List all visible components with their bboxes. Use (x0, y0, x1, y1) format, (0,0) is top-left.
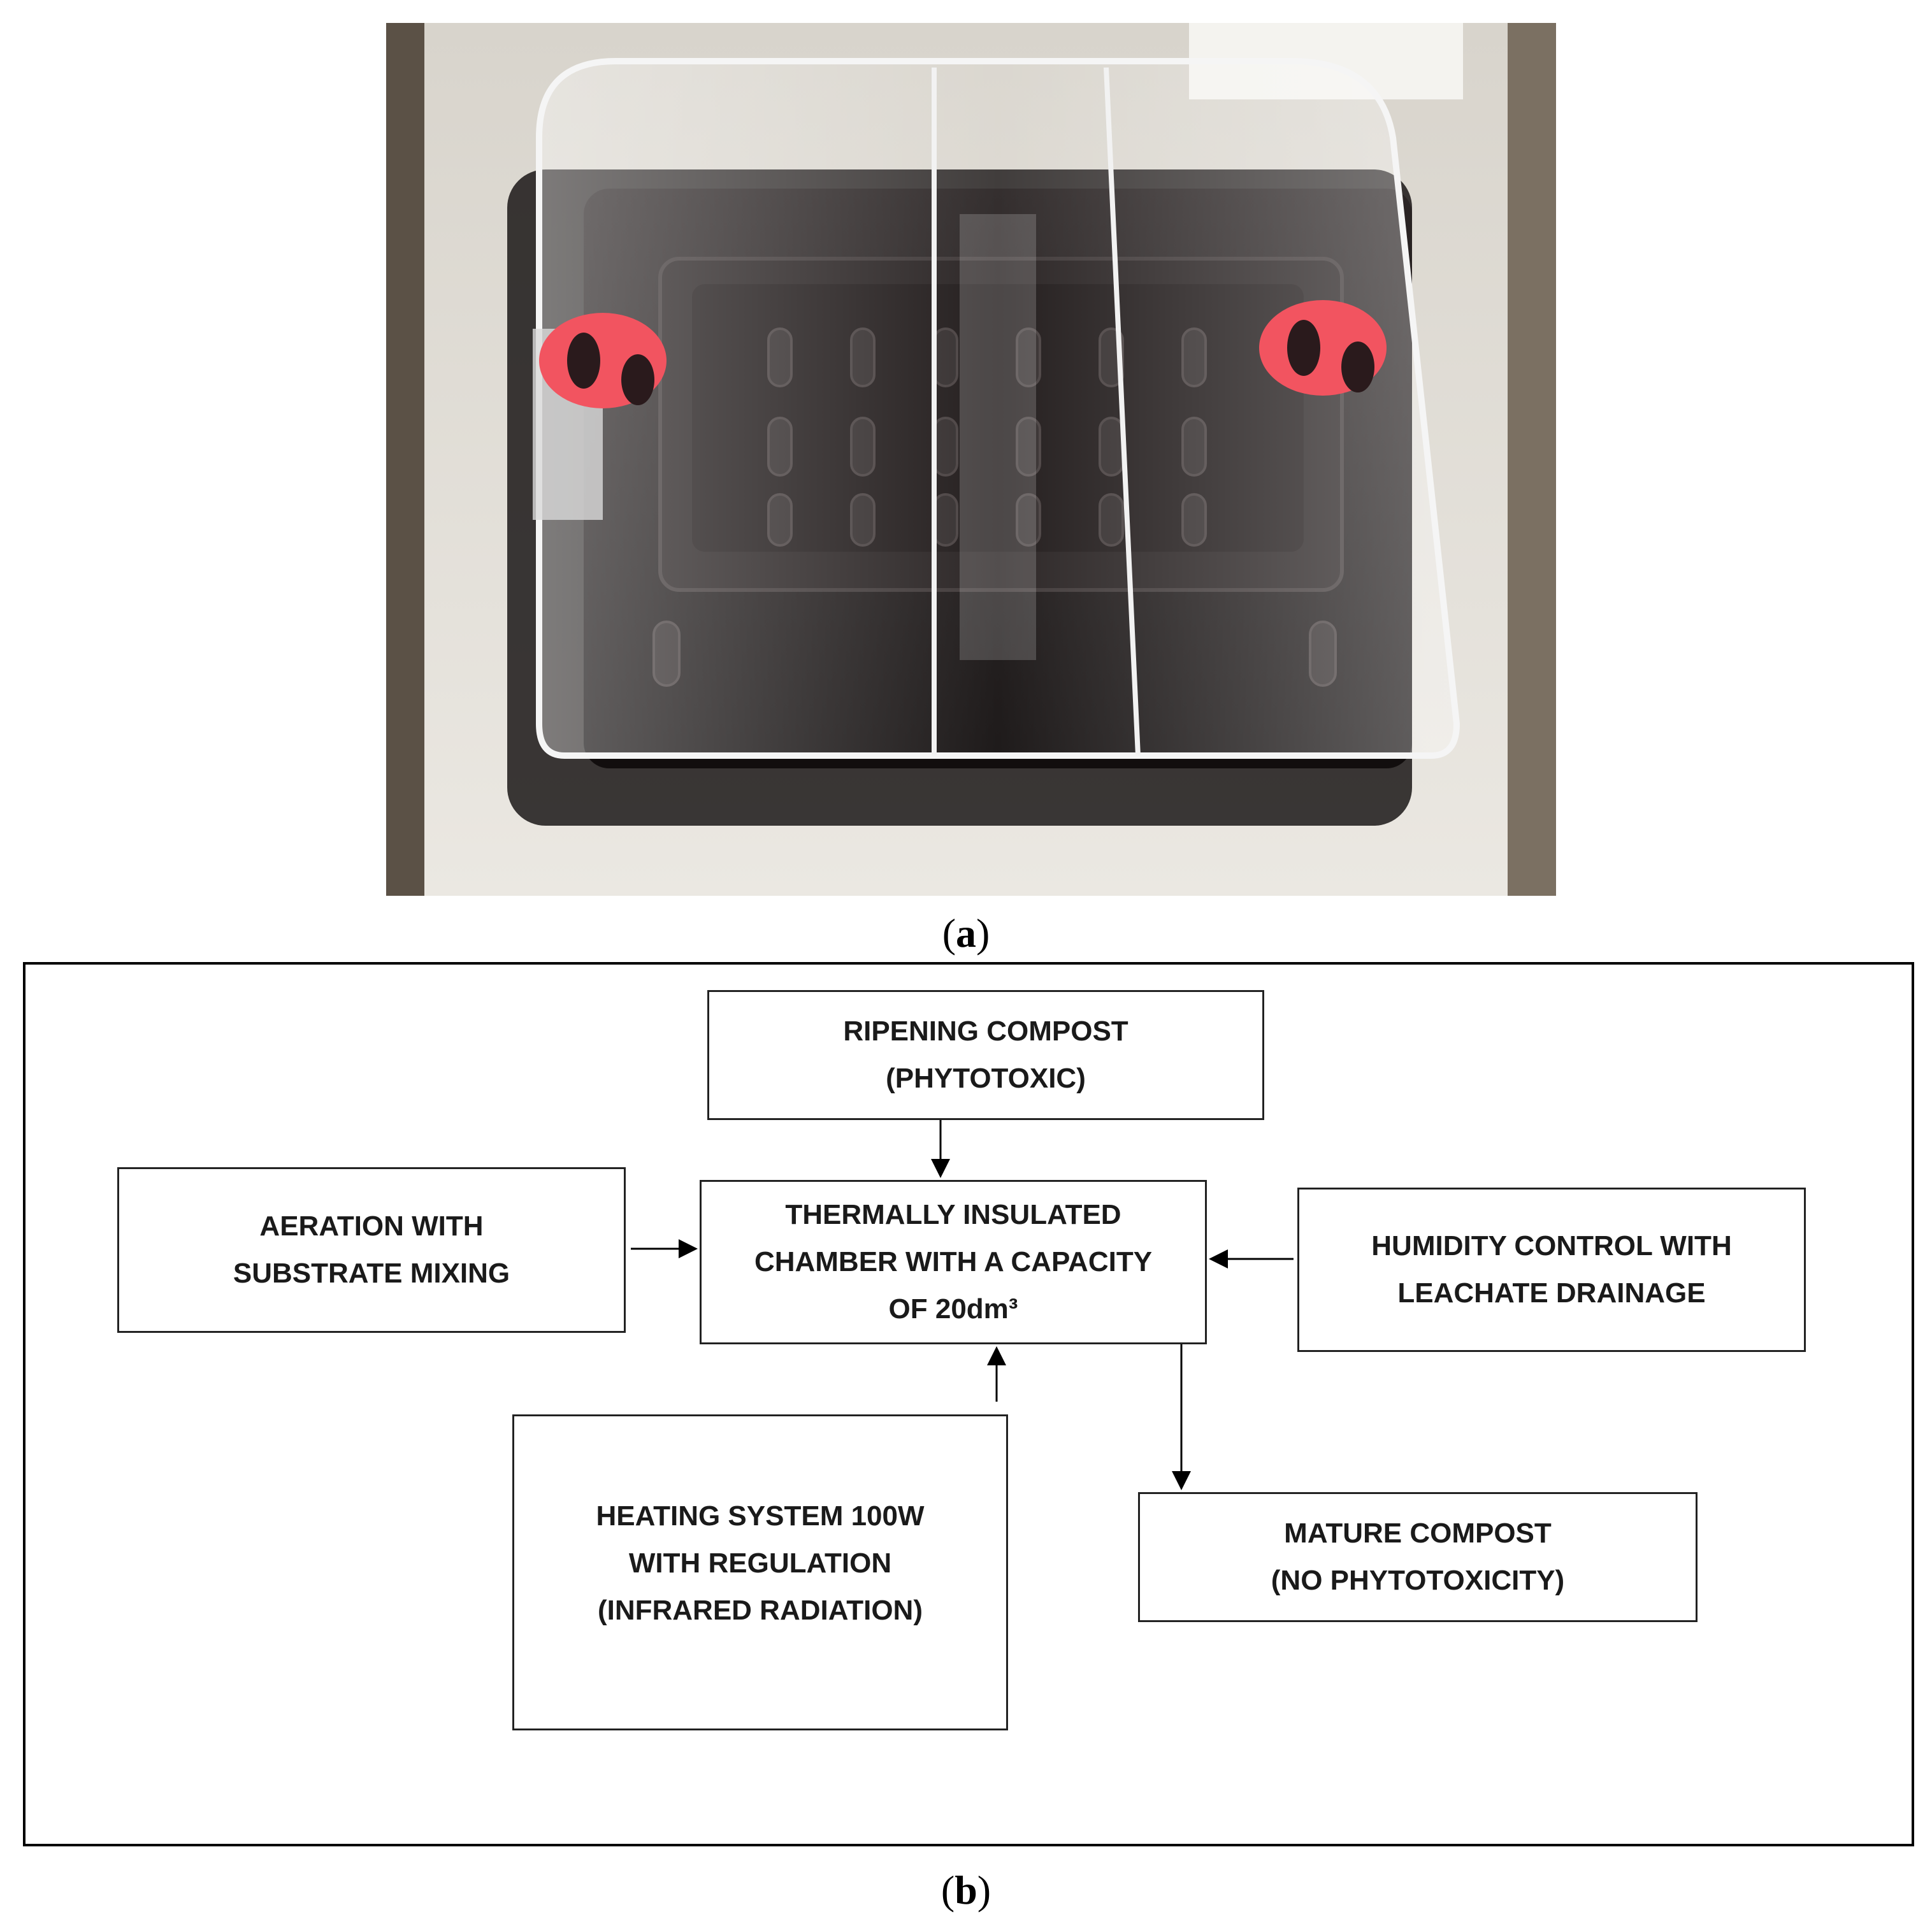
aeration-label: AERATION WITH SUBSTRATE MIXING (233, 1211, 510, 1289)
transparent-lid (536, 58, 1460, 759)
ripening-compost-box: RIPENING COMPOST (PHYTOTOXIC) (707, 990, 1264, 1120)
humidity-control-box: HUMIDITY CONTROL WITH LEACHATE DRAINAGE (1297, 1188, 1806, 1352)
caption-a: (a) (942, 910, 990, 956)
left-vent-handle (539, 313, 667, 408)
chamber-label: THERMALLY INSULATED CHAMBER WITH A CAPAC… (754, 1199, 1153, 1325)
heating-system-box: HEATING SYSTEM 100W WITH REGULATION (INF… (512, 1414, 1008, 1730)
mature-compost-label: MATURE COMPOST (NO PHYTOTOXICITY) (1271, 1518, 1565, 1596)
diagram-frame (23, 962, 1914, 1846)
humidity-control-label: HUMIDITY CONTROL WITH LEACHATE DRAINAGE (1371, 1230, 1732, 1309)
heating-system-label: HEATING SYSTEM 100W WITH REGULATION (INF… (596, 1500, 925, 1626)
caption-b: (b) (941, 1867, 991, 1913)
mature-compost-box: MATURE COMPOST (NO PHYTOTOXICITY) (1138, 1492, 1698, 1622)
aeration-box: AERATION WITH SUBSTRATE MIXING (117, 1167, 626, 1333)
ripening-compost-label: RIPENING COMPOST (PHYTOTOXIC) (843, 1016, 1128, 1094)
chamber-box: THERMALLY INSULATED CHAMBER WITH A CAPAC… (700, 1180, 1207, 1344)
composting-chamber-photo (386, 23, 1556, 896)
right-vent-handle (1259, 300, 1387, 396)
